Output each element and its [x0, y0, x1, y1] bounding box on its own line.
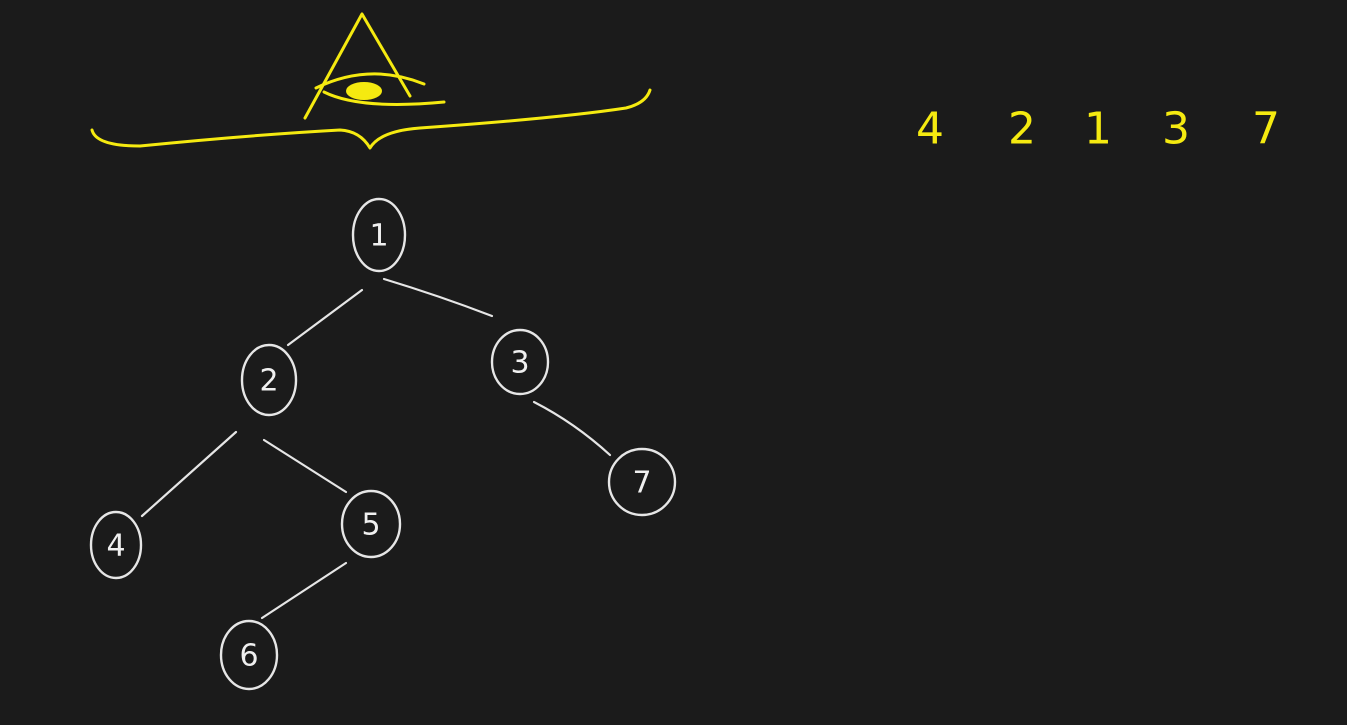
eye-pupil: [346, 82, 382, 100]
tree-node-6: 6: [219, 619, 279, 691]
top-view-value: 2: [1008, 104, 1036, 155]
node-label: 1: [369, 219, 388, 254]
node-circle: [89, 510, 143, 580]
eye-icon: [303, 12, 446, 120]
eye-lower-lid: [322, 90, 446, 106]
node-label: 2: [259, 364, 278, 399]
node-circle: [490, 328, 550, 396]
tree-node-4: 4: [89, 510, 143, 580]
node-label: 7: [632, 466, 651, 501]
node-label: 6: [239, 639, 258, 674]
tree-nodes: 1 2 3 4 5 6 7: [89, 197, 677, 691]
node-circle: [219, 619, 279, 691]
eye-upper-lid: [314, 72, 426, 90]
node-label: 4: [106, 529, 125, 564]
edge-1-3: [382, 277, 494, 318]
node-circle: [240, 343, 298, 417]
tree-node-5: 5: [340, 489, 402, 559]
tree-edges: [140, 277, 612, 620]
top-view-value: 4: [916, 104, 944, 155]
tree-node-1: 1: [351, 197, 407, 273]
edge-2-4: [140, 430, 238, 518]
tree-node-7: 7: [607, 447, 677, 517]
top-view-value: 7: [1252, 104, 1280, 155]
tree-node-3: 3: [490, 328, 550, 396]
edge-1-2: [286, 288, 364, 347]
node-circle: [607, 447, 677, 517]
edge-5-6: [260, 561, 348, 620]
node-circle: [351, 197, 407, 273]
top-view-value: 3: [1162, 104, 1190, 155]
edge-3-7: [532, 400, 612, 457]
node-circle: [340, 489, 402, 559]
node-label: 5: [361, 508, 380, 543]
node-label: 3: [510, 346, 529, 381]
edge-2-5: [262, 438, 348, 494]
top-view-brace: [90, 88, 652, 150]
tree-node-2: 2: [240, 343, 298, 417]
top-view-value: 1: [1084, 104, 1112, 155]
